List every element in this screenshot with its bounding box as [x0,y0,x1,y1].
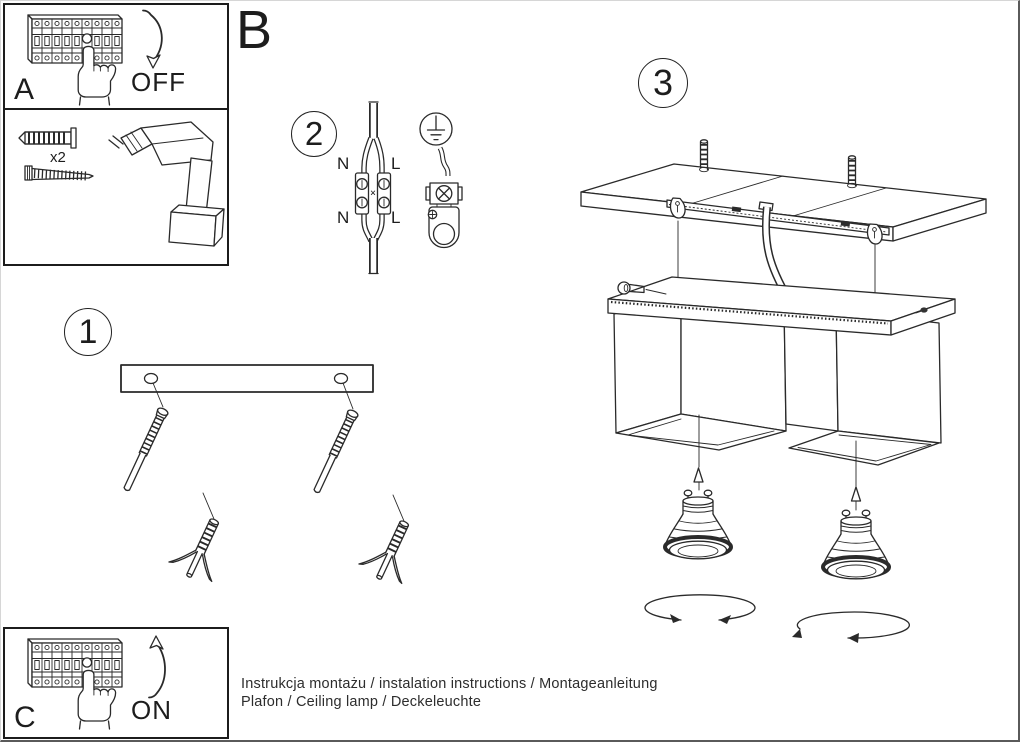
panel-c-power-on: C ON [3,627,229,739]
arrow-down-icon [142,9,163,69]
bulb-insert-left [693,414,704,491]
ceiling-stud-right [847,155,857,189]
earth-symbol-icon [419,112,453,146]
breaker-off-drawing [5,9,163,108]
breaker-on-drawing [5,635,166,737]
footer-line-2: Plafon / Ceiling lamp / Deckeleuchte [241,694,482,710]
terminal-block-icon [354,172,392,215]
wall-plug-icon [18,127,77,149]
step1-bracket-drawing [121,364,426,588]
rotate-arrow-right [792,611,910,643]
drill-icon [108,121,225,247]
step-3-badge: 3 [638,58,688,108]
step2-wiring-drawing [354,101,463,275]
quantity-label: x2 [50,149,66,166]
panel-a-power-off: A OFF [3,3,229,110]
arrow-up-icon [148,635,166,699]
step-1-badge: 1 [64,308,112,356]
ground-clamp-icon [425,182,463,249]
base-side-screw [617,281,667,295]
ceiling-stud-left [699,139,709,173]
step-2-badge: 2 [291,111,337,157]
wire-label-n-top: N [337,154,350,173]
section-b-label: B [236,0,273,60]
step-2-number: 2 [304,115,324,152]
panel-tools: x2 [3,108,229,266]
off-label: OFF [131,67,186,97]
on-label: ON [131,695,172,725]
mounting-rail [666,199,890,236]
step-3-number: 3 [652,62,674,103]
step3-assembly-drawing [580,139,987,643]
wire-label-l-bottom: L [391,208,401,227]
lamp-base [607,276,956,336]
panel-c-letter: C [14,701,36,734]
footer-line-1: Instrukcja montażu / instalation instruc… [241,676,658,692]
cube-shade-left [613,292,787,434]
base-terminal-screw [915,307,928,314]
bulb-insert-right [850,440,862,511]
ceiling-plate [580,163,987,242]
screw-icon [24,165,94,181]
wire-label-l-top: L [391,154,401,173]
cube-rims [615,413,940,466]
step-1-number: 1 [78,312,98,351]
panel-a-letter: A [14,73,35,106]
cube-shade-right [783,305,942,444]
rotate-arrow-left [644,594,756,624]
wire-label-n-bottom: N [337,208,350,227]
tools-drawing [18,121,225,247]
